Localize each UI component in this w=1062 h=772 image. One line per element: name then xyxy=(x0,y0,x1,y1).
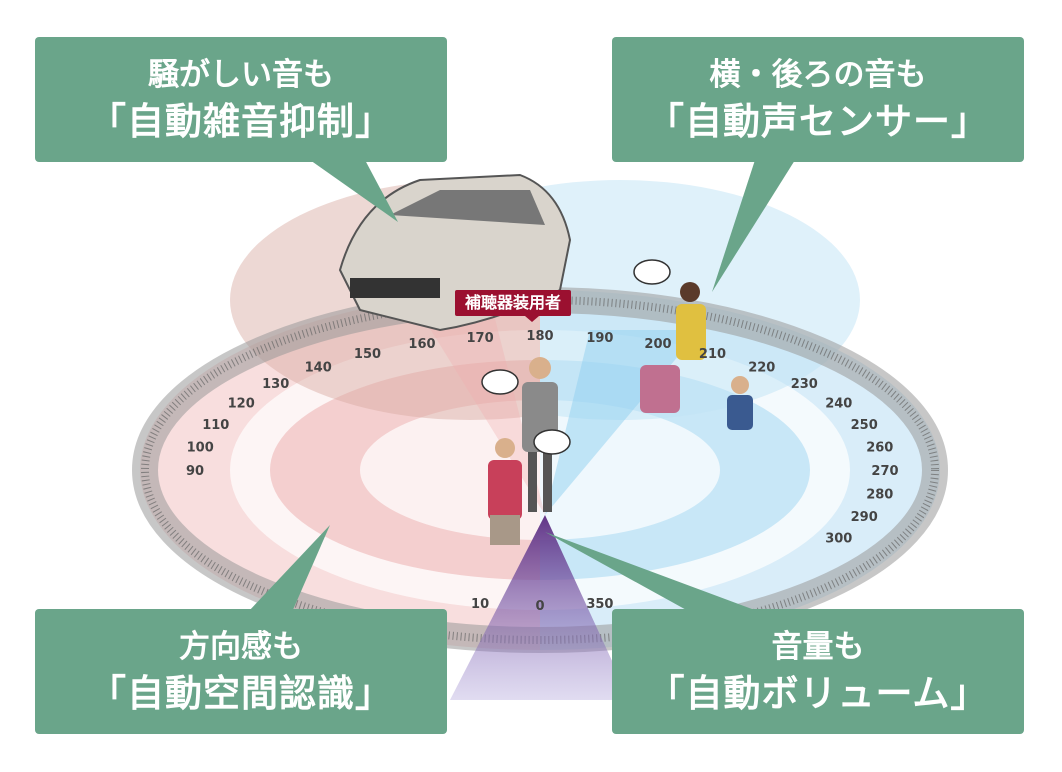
dial-label: 200 xyxy=(644,337,671,352)
dial-label: 270 xyxy=(871,464,898,479)
callout-auto-volume: 音量も 「自動ボリューム」 xyxy=(612,609,1024,734)
dial-label: 10 xyxy=(471,597,489,612)
dial-label: 260 xyxy=(866,441,893,456)
dial-label: 300 xyxy=(825,532,852,547)
callout-volume-line1: 音量も xyxy=(771,628,865,665)
family-figures xyxy=(640,282,753,430)
dial-label: 170 xyxy=(467,331,494,346)
speech-bubble-icons xyxy=(481,259,671,455)
dial-label: 120 xyxy=(228,397,255,412)
callout-noise-line1: 騒がしい音も xyxy=(148,56,334,93)
dial-label: 280 xyxy=(866,487,893,502)
dial-label: 240 xyxy=(825,397,852,412)
dial-label: 100 xyxy=(187,441,214,456)
dial-label: 180 xyxy=(526,329,553,344)
dial-label: 290 xyxy=(851,510,878,525)
callout-noise-suppression: 騒がしい音も 「自動雑音抑制」 xyxy=(35,37,447,162)
dial-label: 90 xyxy=(186,464,204,479)
noise-zone-rings xyxy=(140,180,540,650)
callout-voice-line1: 横・後ろの音も xyxy=(709,56,927,93)
dial-label: 220 xyxy=(748,361,775,376)
dial-label: 0 xyxy=(535,599,544,614)
dial-label: 130 xyxy=(262,377,289,392)
dial-label: 350 xyxy=(586,597,613,612)
dial-label: 230 xyxy=(791,377,818,392)
callout-spatial-line2: 「自動空間認識」 xyxy=(89,671,393,715)
volume-beam xyxy=(450,515,630,700)
callout-spatial-line1: 方向感も xyxy=(179,628,303,665)
callout-voice-sensor: 横・後ろの音も 「自動声センサー」 xyxy=(612,37,1024,162)
callout-spatial-recognition: 方向感も 「自動空間認識」 xyxy=(35,609,447,734)
dial-label: 150 xyxy=(354,347,381,362)
callout-tails xyxy=(248,160,795,612)
dial-label: 210 xyxy=(699,347,726,362)
hearing-aid-wearer-label: 補聴器装用者 xyxy=(455,290,572,322)
dial-label: 160 xyxy=(408,337,435,352)
callout-voice-line2: 「自動声センサー」 xyxy=(647,99,989,143)
dial-label: 140 xyxy=(305,361,332,376)
woman-figure xyxy=(488,438,522,545)
dial-label: 190 xyxy=(586,331,613,346)
callout-noise-line2: 「自動雑音抑制」 xyxy=(89,99,393,143)
dial-label: 250 xyxy=(851,418,878,433)
dial-label: 110 xyxy=(202,418,229,433)
callout-volume-line2: 「自動ボリューム」 xyxy=(647,671,989,715)
